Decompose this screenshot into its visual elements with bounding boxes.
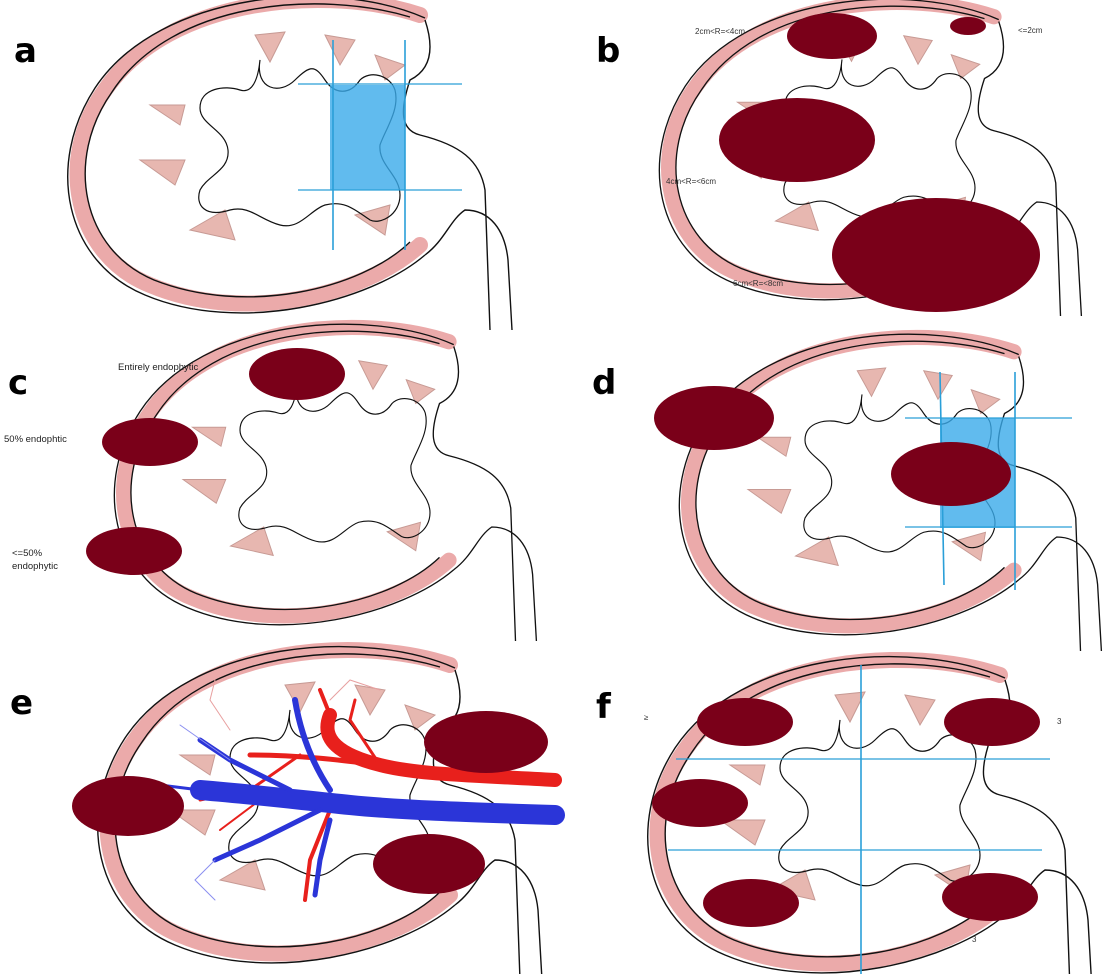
kidney-outline bbox=[679, 334, 1101, 651]
panel-letter-d: d bbox=[592, 363, 616, 403]
label-50-endophytic: 50% endophtic bbox=[4, 434, 67, 445]
panel-c: c Entirely endophytic 50% endophtic <=50… bbox=[4, 324, 536, 641]
tumor-lower-left bbox=[703, 879, 799, 927]
size-label-4-6cm: 4cm<R=<6cm bbox=[666, 177, 716, 186]
panel-letter-a: a bbox=[14, 31, 37, 71]
label-under-50: <=50% bbox=[12, 548, 43, 559]
tumor-large bbox=[832, 198, 1040, 312]
tumor-lower-right bbox=[942, 873, 1038, 921]
panel-letter-e: e bbox=[10, 683, 33, 723]
tumor-small-medium bbox=[787, 13, 877, 59]
panel-letter-c: c bbox=[8, 363, 28, 403]
tumor-medium bbox=[719, 98, 875, 182]
hilum-region-box bbox=[330, 85, 405, 190]
tumor-lateral bbox=[654, 386, 774, 450]
kidney-outline bbox=[68, 0, 512, 330]
panel-f: f ≥ 3 3 bbox=[596, 657, 1092, 974]
label-endophytic: endophytic bbox=[12, 561, 58, 572]
panel-d: d bbox=[592, 334, 1101, 651]
label-three-upper: 3 bbox=[1057, 717, 1062, 726]
size-label-2-4cm: 2cm<R=<4cm bbox=[695, 27, 745, 36]
tumor-upper-left bbox=[697, 698, 793, 746]
label-entirely-endophytic: Entirely endophytic bbox=[118, 362, 199, 373]
tumor-upper-hilar bbox=[424, 711, 548, 773]
label-three-lower: 3 bbox=[972, 935, 977, 944]
tumor-entirely-endophytic bbox=[249, 348, 345, 400]
tumor-middle-left bbox=[652, 779, 748, 827]
panel-letter-b: b bbox=[596, 31, 620, 71]
tumor-lower-hilar bbox=[373, 834, 485, 894]
size-label-6-8cm: 6cm<R=<8cm bbox=[733, 279, 783, 288]
tumor-smallest bbox=[950, 17, 986, 35]
panel-a: a bbox=[14, 0, 512, 330]
tumor-50-endophytic bbox=[102, 418, 198, 466]
label-ge-symbol: ≥ bbox=[644, 713, 649, 722]
size-label-under-2cm: <=2cm bbox=[1018, 26, 1043, 35]
tumor-upper-right bbox=[944, 698, 1040, 746]
panel-b: b 2cm<R=<4cm <=2cm 4cm<R=<6cm 6cm<R=<8cm bbox=[596, 0, 1081, 316]
tumor-lateral bbox=[72, 776, 184, 836]
panel-e: e bbox=[10, 647, 555, 974]
panel-letter-f: f bbox=[596, 687, 612, 727]
tumor-under-50-endophytic bbox=[86, 527, 182, 575]
tumor-hilar bbox=[891, 442, 1011, 506]
